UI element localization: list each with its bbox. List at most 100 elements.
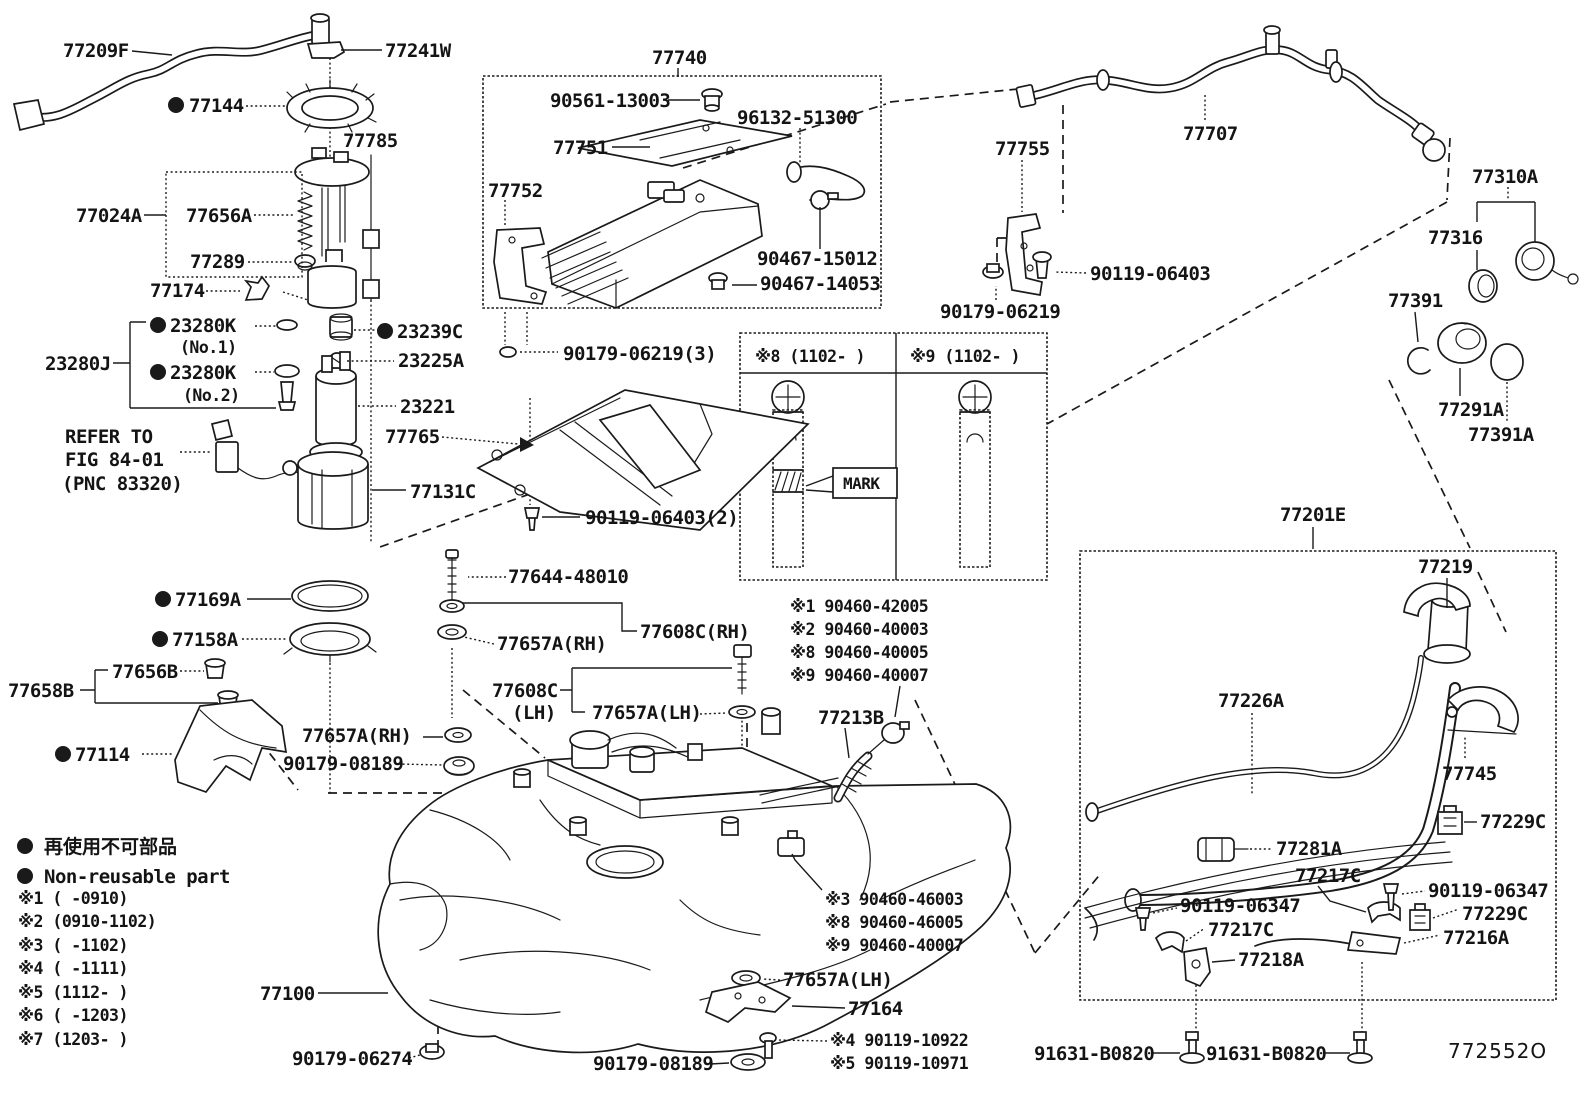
non-reusable-icon bbox=[168, 97, 184, 113]
breather-pipe-77707-drawing bbox=[982, 25, 1446, 296]
gasket-77316-icon bbox=[1468, 269, 1498, 303]
legend-jp: 再使用不可部品 bbox=[44, 835, 177, 858]
clamp-77281A-icon bbox=[1197, 837, 1235, 862]
leader-lines bbox=[80, 49, 1536, 1065]
star-ref-90460-40005: ※8 90460-40005 bbox=[790, 643, 928, 662]
screw-91631-B0820-left-icon bbox=[1179, 1031, 1205, 1064]
refer-note-line3: (PNC 83320) bbox=[62, 473, 182, 495]
part-label-77024A: 77024A bbox=[76, 205, 143, 227]
bracket-77755-icon bbox=[1005, 213, 1043, 296]
part-label-90179-06219-3: 90179-06219(3) bbox=[563, 343, 716, 365]
clip-77174-icon bbox=[243, 275, 271, 301]
part-label-77657A-LH-low: 77657A(LH) bbox=[783, 969, 892, 991]
refer-note-line1: REFER TO bbox=[65, 426, 153, 448]
part-label-77391A: 77391A bbox=[1468, 424, 1535, 446]
part-label-77217C-up: 77217C bbox=[1295, 865, 1361, 887]
part-label-23221: 23221 bbox=[400, 396, 455, 418]
part-label-77310A: 77310A bbox=[1472, 166, 1539, 188]
part-label-77707: 77707 bbox=[1183, 123, 1238, 145]
part-label-23239C: 23239C bbox=[397, 321, 463, 343]
part-label-77174: 77174 bbox=[150, 280, 205, 302]
part-label-77114: 77114 bbox=[75, 744, 130, 766]
legend-row-3: ※3 ( -1102) bbox=[18, 936, 128, 955]
part-label-77785: 77785 bbox=[343, 130, 398, 152]
bolt-90119-06403-icon bbox=[523, 507, 541, 531]
legend-row-2: ※2 (0910-1102) bbox=[18, 912, 156, 931]
part-label-77158A: 77158A bbox=[172, 629, 239, 651]
part-label-90119-06403: 90119-06403 bbox=[1090, 263, 1210, 285]
clamp-90467-15012-icon bbox=[810, 190, 830, 210]
part-label-77131C: 77131C bbox=[410, 481, 476, 503]
clamp-77241W-icon bbox=[306, 41, 346, 59]
gasket-77169A-icon bbox=[291, 580, 369, 612]
mark-label: MARK bbox=[843, 474, 880, 493]
non-reusable-icons bbox=[17, 97, 393, 884]
valve-90460-icon bbox=[777, 837, 805, 857]
part-label-90119-06403-2: 90119-06403(2) bbox=[585, 507, 738, 529]
legend-row-5: ※5 (1112- ) bbox=[18, 983, 128, 1002]
part-label-77391: 77391 bbox=[1388, 290, 1443, 312]
part-label-77217C-left: 77217C bbox=[1208, 919, 1274, 941]
star-ref-90119-10971: ※5 90119-10971 bbox=[830, 1054, 969, 1073]
legend-row-4: ※4 ( -1111) bbox=[18, 959, 128, 978]
grommet-90179-06219-icon bbox=[499, 346, 517, 358]
part-label-77216A: 77216A bbox=[1443, 927, 1510, 949]
part-label-77226A: 77226A bbox=[1218, 690, 1285, 712]
non-reusable-icon bbox=[152, 631, 168, 647]
legend-non-reusable-icon bbox=[17, 838, 33, 854]
part-label-77229C-mid: 77229C bbox=[1462, 903, 1528, 925]
part-label-77229C-top: 77229C bbox=[1480, 811, 1546, 833]
part-label-23280J: 23280J bbox=[45, 353, 111, 375]
part-label-90179-08189-low: 90179-08189 bbox=[593, 1053, 713, 1075]
bracket-77164-icon bbox=[704, 981, 792, 1023]
clamp-77217C-icon bbox=[1367, 901, 1401, 924]
part-label-LH-suffix: (LH) bbox=[512, 702, 556, 724]
part-label-77219: 77219 bbox=[1418, 556, 1473, 578]
part-labels: 77209F 77241W 77144 77785 77024A 77656A … bbox=[8, 40, 1549, 1075]
part-label-90467-14053: 90467-14053 bbox=[760, 273, 880, 295]
part-label-77752: 77752 bbox=[488, 180, 543, 202]
ring-77391-icon bbox=[1407, 347, 1431, 375]
legend-non-reusable-icon bbox=[17, 868, 33, 884]
part-label-77740: 77740 bbox=[652, 47, 707, 69]
part-label-90467-15012: 90467-15012 bbox=[757, 248, 877, 270]
shield-77114-icon bbox=[174, 699, 288, 794]
star-ref-90460-40007: ※9 90460-40007 bbox=[790, 666, 928, 685]
part-label-23280K-no2: 23280K bbox=[170, 362, 237, 384]
part-label-77608C-LH: 77608C bbox=[492, 680, 558, 702]
grommet-77218A-icon bbox=[1183, 947, 1211, 988]
mark-callout-box bbox=[832, 467, 898, 499]
part-label-77289: 77289 bbox=[190, 251, 245, 273]
shield-77219-icon bbox=[1403, 582, 1471, 618]
part-label-23225A: 23225A bbox=[398, 350, 465, 372]
part-label-77657A-LH-mid: 77657A(LH) bbox=[592, 702, 701, 724]
part-label-77657A-RH-low: 77657A(RH) bbox=[302, 725, 411, 747]
part-label-77169A: 77169A bbox=[175, 589, 242, 611]
star-ref-90460-40007b: ※9 90460-40007 bbox=[825, 936, 963, 955]
legend-en: Non-reusable part bbox=[44, 866, 230, 888]
part-label-96132-51300: 96132-51300 bbox=[737, 107, 857, 129]
part-label-77281A: 77281A bbox=[1276, 838, 1343, 860]
part-label-77745: 77745 bbox=[1442, 763, 1497, 785]
lock-ring-77144-icon bbox=[286, 87, 374, 129]
part-label-90179-08189-up: 90179-08189 bbox=[283, 753, 403, 775]
part-label-91631-B0820-left: 91631-B0820 bbox=[1034, 1043, 1154, 1065]
star-ref-90460-42005: ※1 90460-42005 bbox=[790, 597, 928, 616]
part-label-77751: 77751 bbox=[553, 137, 608, 159]
refer-note-line2: FIG 84-01 bbox=[65, 449, 164, 471]
part-label-77765: 77765 bbox=[385, 426, 440, 448]
part-label-23280K-no1: 23280K bbox=[170, 315, 237, 337]
non-reusable-icon bbox=[155, 591, 171, 607]
shield-77745-icon bbox=[1446, 686, 1519, 734]
part-label-77241W: 77241W bbox=[385, 40, 452, 62]
fuel-sender-tube-drawing bbox=[12, 13, 346, 132]
bolt-90119-06347-icon bbox=[1382, 883, 1400, 911]
ring-77391A-icon bbox=[1490, 343, 1524, 381]
part-label-77644-48010: 77644-48010 bbox=[508, 566, 628, 588]
part-label-77755: 77755 bbox=[995, 138, 1050, 160]
part-label-90119-06347-left: 90119-06347 bbox=[1180, 895, 1300, 917]
legend-row-6: ※6 ( -1203) bbox=[18, 1006, 128, 1025]
star-ref-90460-46005: ※8 90460-46005 bbox=[825, 913, 963, 932]
